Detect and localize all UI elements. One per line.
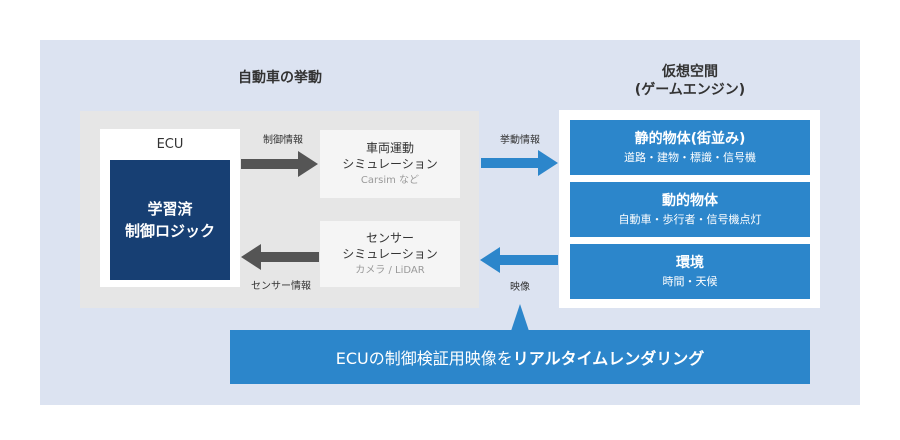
video-arrow: [480, 247, 558, 273]
sensor-simulation-line1: センサー: [365, 231, 414, 245]
virtual-space-title: 仮想空間 (ゲームエンジン): [600, 63, 780, 99]
ecu-label: ECU: [156, 137, 184, 152]
control-info-label: 制御情報: [263, 135, 303, 146]
vehicle-dynamics-simulation-box: 車両運動 シミュレーション Carsim など: [320, 130, 460, 198]
vehicle-behavior-title: 自動車の挙動: [238, 70, 322, 86]
trained-control-logic-line2: 制御ロジック: [124, 222, 215, 240]
dynamic-objects-sub: 自動車・歩行者・信号機点灯: [618, 213, 762, 226]
ecu-box: ECU 学習済 制御ロジック: [100, 129, 240, 287]
environment-sub: 時間・天候: [662, 275, 718, 288]
sensor-simulation-sub: カメラ / LiDAR: [355, 265, 425, 276]
banner-pointer: [511, 304, 529, 331]
sensor-info-label: センサー情報: [251, 281, 311, 292]
environment-title: 環境: [676, 255, 704, 271]
video-label: 映像: [510, 282, 530, 293]
dynamic-objects-title: 動的物体: [662, 193, 718, 209]
behavior-info-arrow: [481, 150, 558, 176]
vehicle-dynamics-sub: Carsim など: [360, 175, 420, 186]
trained-control-logic-box: 学習済 制御ロジック: [110, 160, 230, 280]
virtual-space-title-line2: (ゲームエンジン): [634, 82, 746, 98]
behavior-info-label: 挙動情報: [500, 135, 540, 146]
rendering-banner-text: ECUの制御検証用映像を: [335, 349, 513, 368]
rendering-banner-bold-text: リアルタイムレンダリング: [512, 349, 705, 368]
sensor-simulation-box: センサー シミュレーション カメラ / LiDAR: [320, 221, 460, 287]
virtual-space-title-line1: 仮想空間: [662, 64, 718, 80]
environment-box: 環境 時間・天候: [570, 244, 810, 299]
static-objects-box: 静的物体(街並み) 道路・建物・標識・信号機: [570, 120, 810, 175]
control-info-arrow: [241, 151, 318, 177]
static-objects-title: 静的物体(街並み): [634, 131, 746, 147]
sensor-info-arrow: [241, 244, 319, 270]
trained-control-logic-line1: 学習済: [147, 200, 193, 218]
vehicle-dynamics-line2: シミュレーション: [342, 157, 438, 171]
static-objects-sub: 道路・建物・標識・信号機: [624, 151, 756, 164]
dynamic-objects-box: 動的物体 自動車・歩行者・信号機点灯: [570, 182, 810, 237]
vehicle-dynamics-line1: 車両運動: [365, 141, 414, 155]
rendering-banner: ECUの制御検証用映像をリアルタイムレンダリング: [230, 330, 810, 384]
sensor-simulation-line2: シミュレーション: [342, 247, 438, 261]
